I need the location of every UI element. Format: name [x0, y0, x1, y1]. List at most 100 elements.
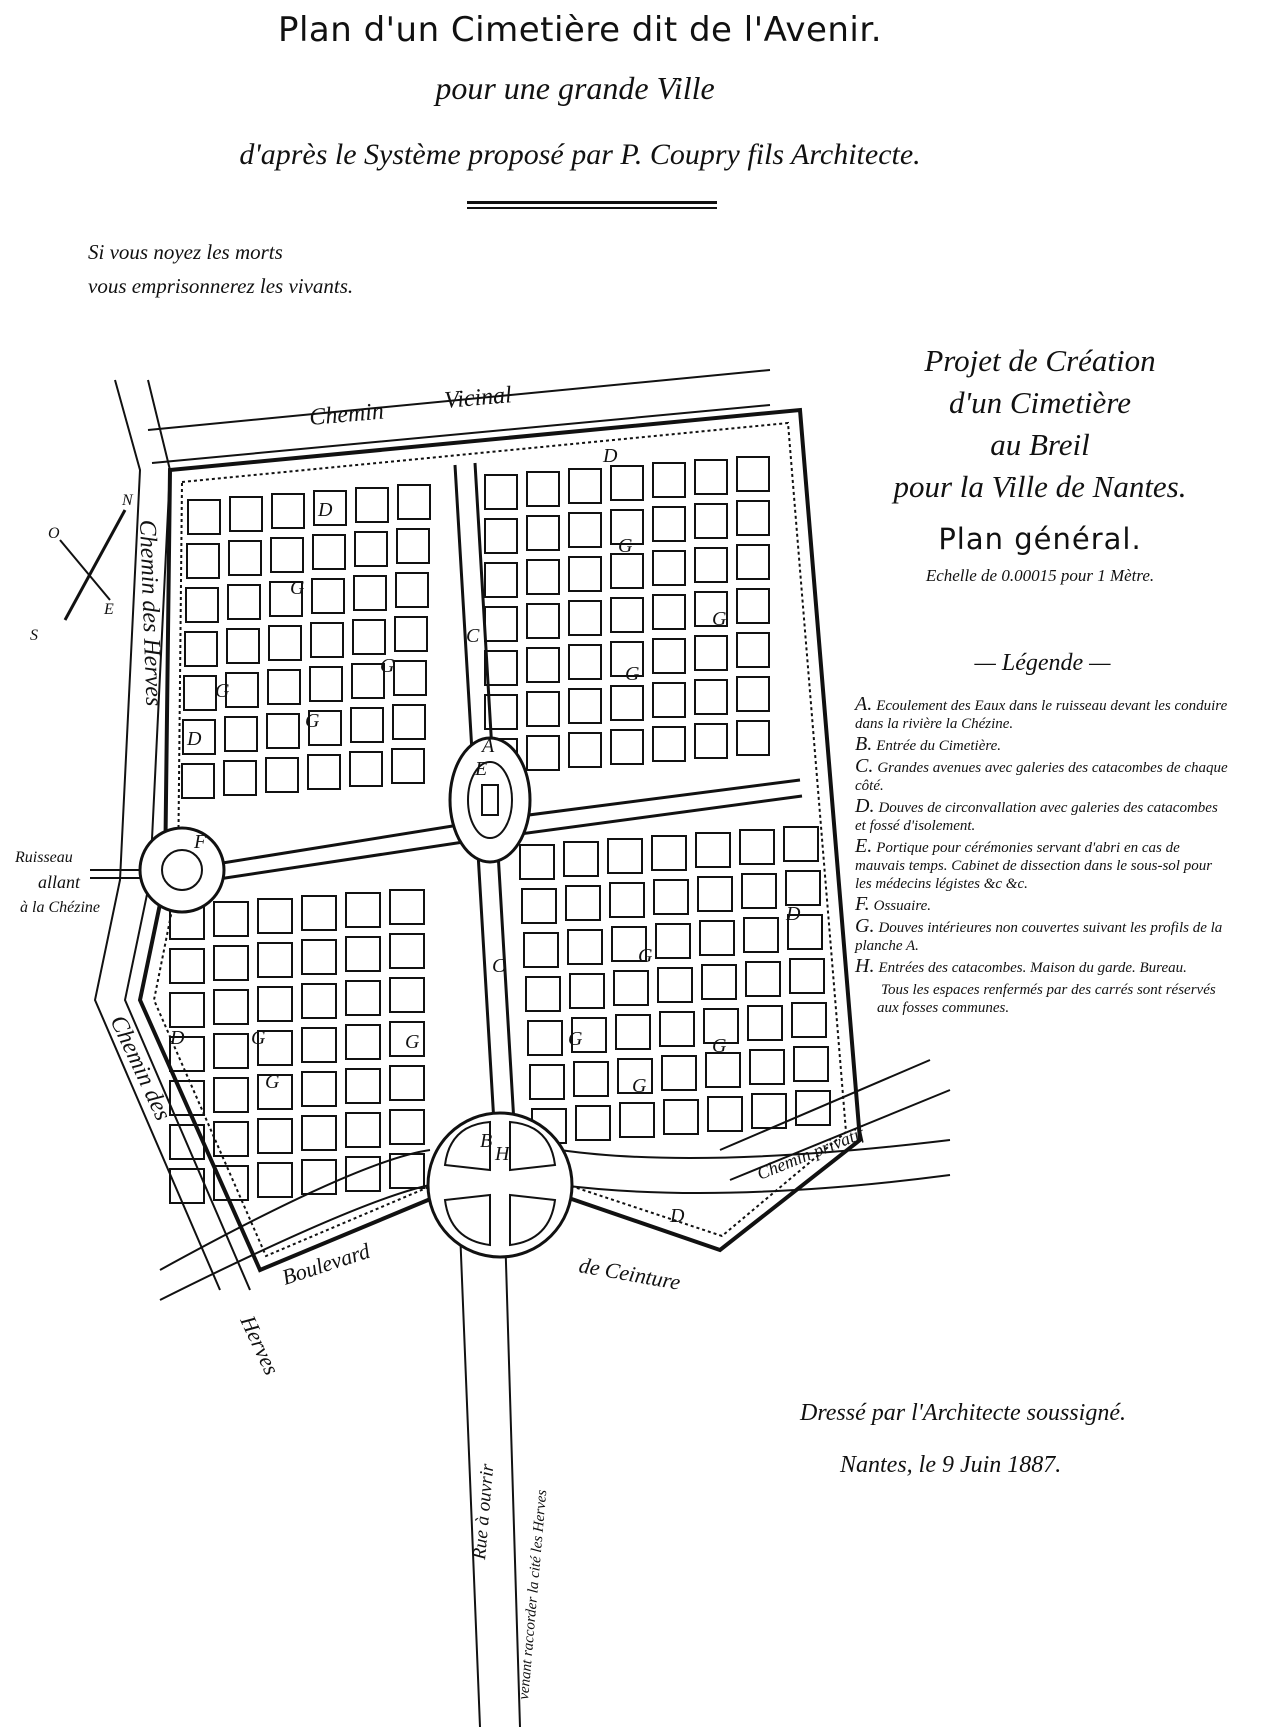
legend-key: C. — [855, 755, 874, 777]
burial-plot — [741, 873, 777, 909]
burial-plot — [257, 1074, 293, 1110]
plot-label-d: D — [169, 1027, 185, 1049]
burial-plot — [397, 484, 431, 520]
legend-text: Entrées des catacombes. Maison du garde.… — [878, 960, 1187, 976]
title-line-1: Plan d'un Cimetière dit de l'Avenir. — [277, 10, 883, 50]
burial-plot — [307, 754, 341, 790]
burial-plot — [568, 732, 602, 768]
legend-item: B.Entrée du Cimetière. — [855, 733, 1230, 755]
burial-plot — [311, 578, 345, 614]
burial-plot — [213, 945, 249, 981]
burial-plot — [169, 992, 205, 1028]
legend-items: A.Ecoulement des Eaux dans le ruisseau d… — [855, 694, 1230, 1017]
burial-plot — [652, 462, 686, 498]
compass-s: S — [30, 627, 38, 644]
burial-plot — [736, 500, 770, 536]
burial-plot — [484, 562, 518, 598]
project-line-4: pour la Ville de Nantes. — [893, 469, 1187, 504]
legend-key: D. — [855, 795, 875, 817]
burial-plot — [484, 474, 518, 510]
burial-plot — [301, 895, 337, 931]
burial-plot — [351, 663, 385, 699]
burial-plot — [526, 647, 560, 683]
title-line-3: d'après le Système proposé par P. Coupry… — [239, 138, 921, 171]
burial-plot — [389, 1153, 425, 1189]
plot-label-g: G — [251, 1027, 266, 1049]
burial-plot — [345, 1024, 381, 1060]
burial-plot — [795, 1090, 831, 1126]
label-chemin-prive: Chemin privatif — [754, 1122, 870, 1184]
burial-plot — [227, 584, 261, 620]
legend-key: B. — [855, 733, 873, 755]
burial-plot — [269, 581, 303, 617]
title-underline — [467, 201, 717, 204]
plot-label-d: D — [669, 1205, 685, 1227]
legend-text: Douves de circonvallation avec galeries … — [855, 800, 1218, 834]
burial-plot — [169, 1036, 205, 1072]
burial-plot — [484, 650, 518, 686]
burial-plot — [611, 926, 647, 962]
burial-plot — [350, 707, 384, 743]
plot-label-g: G — [405, 1031, 420, 1053]
plot-label-c: C — [466, 625, 480, 647]
burial-plot — [265, 757, 299, 793]
burial-plot — [655, 923, 691, 959]
burial-plot — [301, 983, 337, 1019]
burial-plot — [617, 1058, 653, 1094]
plot-label-a: A — [480, 735, 495, 757]
signature: Dressé par l'Architecte soussigné. Nante… — [800, 1387, 1126, 1491]
label-rue-a-ouvrir: Rue à ouvrir — [469, 1462, 498, 1561]
burial-plot — [226, 628, 260, 664]
burial-plot — [312, 534, 346, 570]
legend-title-text: Légende — [1001, 650, 1084, 676]
burial-plot — [575, 1105, 611, 1141]
burial-plot — [185, 587, 219, 623]
burial-plot — [526, 735, 560, 771]
burial-plot — [610, 553, 644, 589]
burial-plot — [213, 1121, 249, 1157]
burial-plot — [353, 575, 387, 611]
road-rue-a-ouvrir — [459, 1229, 521, 1727]
signature-line-2: Nantes, le 9 Juin 1887. — [840, 1452, 1062, 1478]
legend-item: C.Grandes avenues avec galeries des cata… — [855, 755, 1230, 795]
burial-plot — [563, 841, 599, 877]
plot-label-g: G — [380, 655, 395, 677]
burial-plot — [169, 1124, 205, 1160]
burial-plot — [213, 1077, 249, 1113]
burial-plot — [526, 691, 560, 727]
plot-label-g: G — [712, 608, 727, 630]
label-chemin-vicinal-b: Vicinal — [443, 382, 513, 414]
burial-plot — [213, 1165, 249, 1201]
burial-plot — [268, 625, 302, 661]
plot-label-e: E — [474, 758, 487, 780]
burial-plot — [659, 1011, 695, 1047]
roundabout-inner — [161, 849, 203, 891]
burial-plot — [257, 942, 293, 978]
burial-plot — [313, 490, 347, 526]
burial-plot — [349, 751, 383, 787]
legend-key: F. — [855, 893, 870, 915]
burial-plot — [694, 591, 728, 627]
burial-plot — [568, 688, 602, 724]
burial-plot — [389, 1065, 425, 1101]
legend-text: Ecoulement des Eaux dans le ruisseau dev… — [855, 698, 1228, 732]
burial-plot — [694, 679, 728, 715]
burial-plot — [301, 1115, 337, 1151]
burial-plot — [484, 518, 518, 554]
project-line-2: d'un Cimetière — [949, 385, 1131, 420]
label-herves: Herves — [235, 1311, 284, 1379]
plot-label-d: D — [186, 728, 202, 750]
compass-n: N — [121, 492, 134, 509]
signature-line-1: Dressé par l'Architecte soussigné. — [800, 1400, 1126, 1426]
cemetery-boundary-inner — [152, 421, 848, 1258]
burial-plot — [526, 603, 560, 639]
burial-plot — [610, 597, 644, 633]
burial-plot — [223, 760, 257, 796]
burial-plot — [791, 1002, 827, 1038]
burial-plot — [694, 503, 728, 539]
portico-oval — [448, 736, 532, 864]
burial-plot — [310, 622, 344, 658]
plot-label-g: G — [215, 680, 230, 702]
burial-plot — [568, 644, 602, 680]
